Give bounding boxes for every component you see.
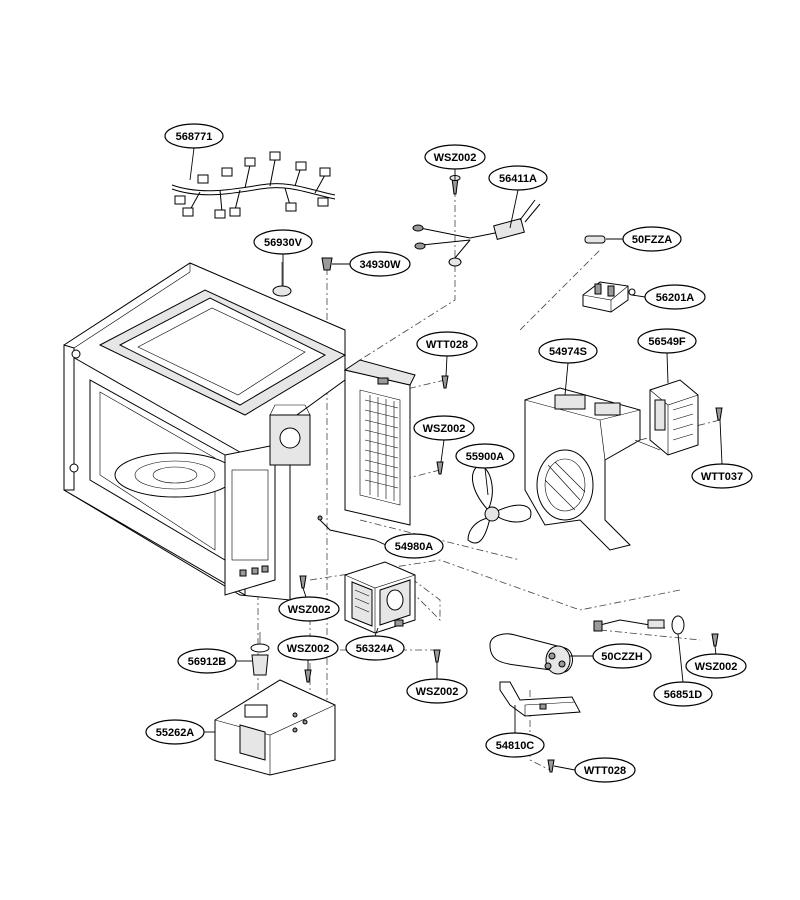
label-56912B[interactable]: 56912B xyxy=(177,648,237,674)
label-WSZ002-top[interactable]: WSZ002 xyxy=(424,144,486,170)
svg-text:56930V: 56930V xyxy=(264,237,303,249)
hv-diode-56851D xyxy=(593,615,685,635)
oven-cavity xyxy=(63,262,347,601)
svg-text:568771: 568771 xyxy=(176,131,213,143)
part-labels: 568771 WSZ002 56411A 50FZZA 56930V 34930… xyxy=(145,123,753,783)
svg-text:55262A: 55262A xyxy=(156,727,195,739)
svg-text:50FZZA: 50FZZA xyxy=(632,234,672,246)
capacitor-50CZZH xyxy=(489,633,573,675)
svg-text:56851D: 56851D xyxy=(664,689,703,701)
label-50FZZA[interactable]: 50FZZA xyxy=(622,226,682,252)
label-54974S[interactable]: 54974S xyxy=(538,338,598,364)
svg-text:56324A: 56324A xyxy=(356,643,395,655)
base-plate-55262A xyxy=(214,679,336,776)
label-WTT028-top[interactable]: WTT028 xyxy=(416,331,478,357)
svg-text:WSZ002: WSZ002 xyxy=(434,152,477,164)
svg-text:56411A: 56411A xyxy=(499,173,537,185)
noise-filter-56201A xyxy=(582,281,636,313)
label-568771[interactable]: 568771 xyxy=(164,123,224,149)
svg-text:WTT028: WTT028 xyxy=(584,765,626,777)
label-50CZZH[interactable]: 50CZZH xyxy=(592,643,652,669)
svg-text:54974S: 54974S xyxy=(549,346,587,358)
svg-text:WTT037: WTT037 xyxy=(701,471,743,483)
label-WTT028-bottom[interactable]: WTT028 xyxy=(574,757,636,783)
back-panel xyxy=(343,359,416,526)
svg-text:WSZ002: WSZ002 xyxy=(287,643,330,655)
svg-text:WSZ002: WSZ002 xyxy=(288,604,331,616)
bracket-54810C xyxy=(499,681,581,717)
svg-text:50CZZH: 50CZZH xyxy=(601,651,643,663)
label-55900A[interactable]: 55900A xyxy=(455,443,515,469)
label-56201A[interactable]: 56201A xyxy=(644,284,706,310)
fuse-holder-56549F xyxy=(649,379,699,456)
fan-blade-55900A xyxy=(467,464,532,544)
label-54980A[interactable]: 54980A xyxy=(384,533,444,559)
wire-54980A xyxy=(317,515,376,541)
fuse-50FZZA xyxy=(584,235,606,244)
svg-text:56912B: 56912B xyxy=(188,656,227,668)
label-56549F[interactable]: 56549F xyxy=(637,328,697,354)
label-56851D[interactable]: 56851D xyxy=(653,681,713,707)
svg-text:56549F: 56549F xyxy=(648,336,686,348)
label-54810C[interactable]: 54810C xyxy=(485,732,545,758)
leader-lines xyxy=(189,147,723,771)
clip-34930W xyxy=(321,257,333,271)
magnetron-56324A xyxy=(344,561,416,634)
svg-text:WSZ002: WSZ002 xyxy=(695,661,738,673)
wire-harness-568771 xyxy=(171,151,336,219)
power-cord-56411A xyxy=(412,175,541,267)
svg-text:54980A: 54980A xyxy=(395,541,434,553)
label-WSZ002-lamp[interactable]: WSZ002 xyxy=(277,635,339,661)
label-34930W[interactable]: 34930W xyxy=(349,251,411,277)
fan-bracket-54974S xyxy=(524,387,661,551)
label-56324A[interactable]: 56324A xyxy=(345,635,405,661)
lamp-56912B xyxy=(250,632,270,676)
mesh-grid xyxy=(364,395,399,501)
svg-text:WTT028: WTT028 xyxy=(426,339,468,351)
label-56930V[interactable]: 56930V xyxy=(253,229,313,255)
label-WTT037[interactable]: WTT037 xyxy=(691,463,753,489)
label-WSZ002-left[interactable]: WSZ002 xyxy=(278,596,340,622)
label-56411A[interactable]: 56411A xyxy=(488,165,548,191)
label-WSZ002-center[interactable]: WSZ002 xyxy=(406,678,468,704)
label-55262A[interactable]: 55262A xyxy=(145,719,205,745)
svg-text:34930W: 34930W xyxy=(360,259,402,271)
svg-text:WSZ002: WSZ002 xyxy=(423,423,466,435)
svg-text:WSZ002: WSZ002 xyxy=(416,686,459,698)
svg-text:55900A: 55900A xyxy=(466,451,505,463)
thermostat-56930V xyxy=(272,262,292,297)
svg-text:54810C: 54810C xyxy=(496,740,535,752)
label-WSZ002-mid[interactable]: WSZ002 xyxy=(413,415,475,441)
label-WSZ002-right[interactable]: WSZ002 xyxy=(685,653,747,679)
svg-text:56201A: 56201A xyxy=(656,292,695,304)
